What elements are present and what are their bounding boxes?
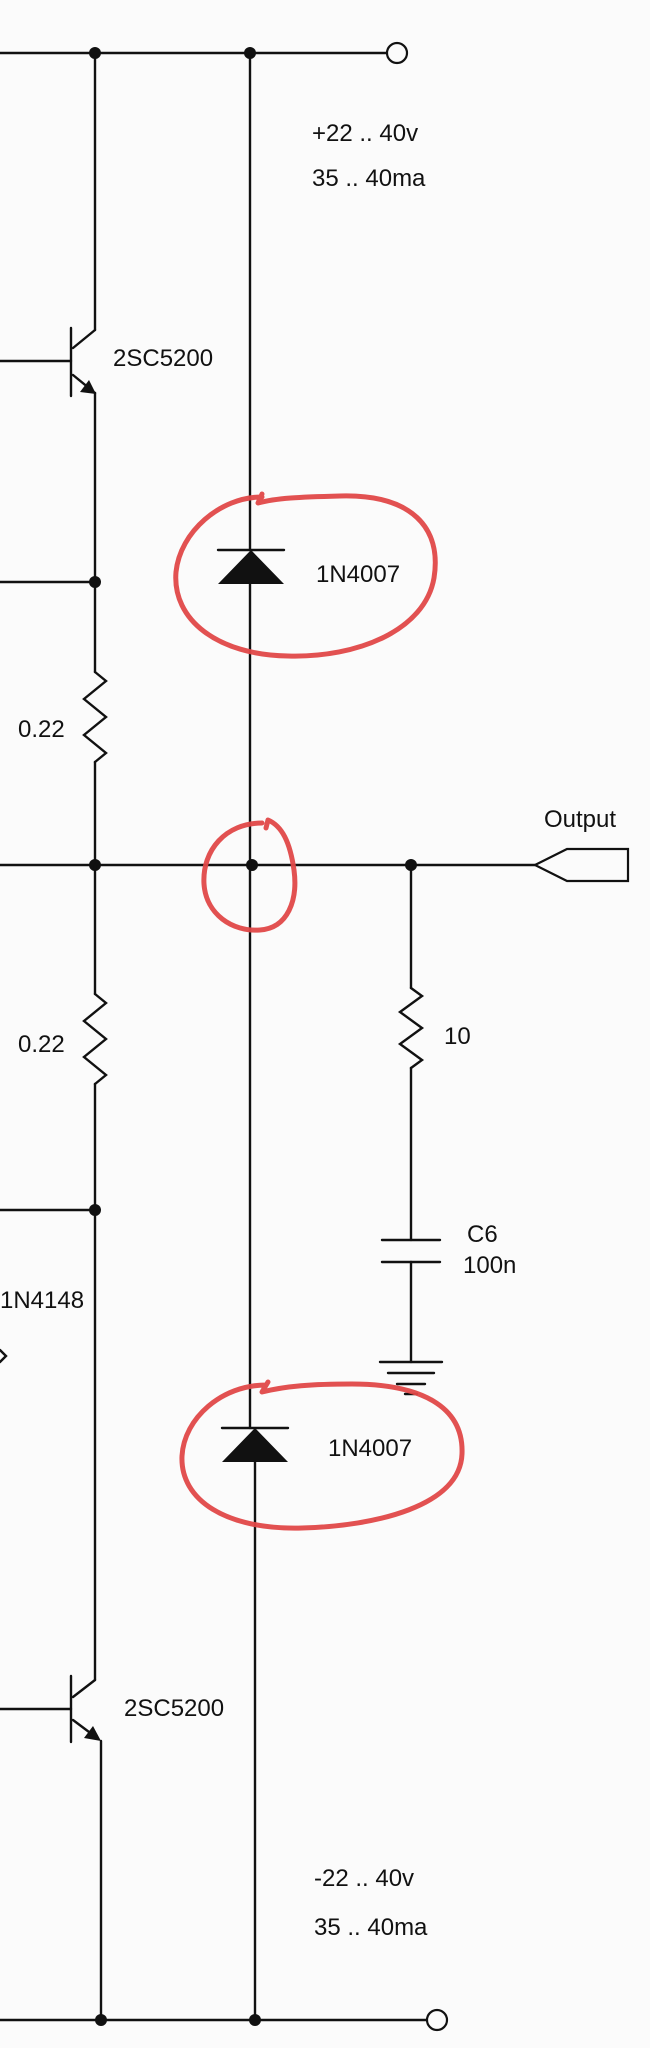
upper-transistor bbox=[0, 51, 97, 584]
bias-diode-label: 1N4148 bbox=[0, 1287, 84, 1314]
lower-diode-label: 1N4007 bbox=[328, 1435, 412, 1462]
upper-emitter-resistor bbox=[82, 580, 108, 867]
annotation-circle-lower-diode bbox=[179, 1379, 465, 1531]
lower-diode-symbol bbox=[222, 1428, 288, 1462]
zobel-capacitor-name: C6 bbox=[467, 1221, 498, 1248]
upper-diode-label: 1N4007 bbox=[316, 561, 400, 588]
output-junction-dot bbox=[246, 859, 258, 871]
upper-transistor-label: 2SC5200 bbox=[113, 345, 213, 372]
top-rail-terminal bbox=[385, 41, 409, 65]
annotation-circle-output-node bbox=[201, 817, 298, 933]
lower-emitter-resistor bbox=[82, 863, 108, 1212]
zobel-resistor-label: 10 bbox=[444, 1023, 471, 1050]
lower-resistor-label: 0.22 bbox=[18, 1031, 65, 1058]
bottom-supply-rail bbox=[0, 2008, 449, 2032]
upper-resistor-label: 0.22 bbox=[18, 716, 65, 743]
bias-diode-fragment bbox=[0, 1348, 8, 1364]
top-supply-voltage: +22 .. 40v bbox=[312, 120, 418, 147]
lower-transistor-label: 2SC5200 bbox=[124, 1695, 224, 1722]
zobel-capacitor-value: 100n bbox=[463, 1252, 516, 1279]
center-diode-branch bbox=[216, 51, 290, 2022]
top-supply-rail bbox=[0, 41, 409, 65]
output-label: Output bbox=[544, 806, 616, 833]
lower-transistor bbox=[0, 1208, 103, 2022]
annotation-circle-upper-diode bbox=[173, 491, 438, 659]
bottom-rail-terminal bbox=[425, 2008, 449, 2032]
top-supply-current: 35 .. 40ma bbox=[312, 165, 426, 192]
upper-diode-symbol bbox=[218, 550, 284, 584]
bottom-supply-voltage: -22 .. 40v bbox=[314, 1865, 414, 1892]
zobel-network bbox=[378, 863, 444, 1396]
output-terminal bbox=[532, 847, 630, 883]
bottom-supply-current: 35 .. 40ma bbox=[314, 1914, 428, 1941]
